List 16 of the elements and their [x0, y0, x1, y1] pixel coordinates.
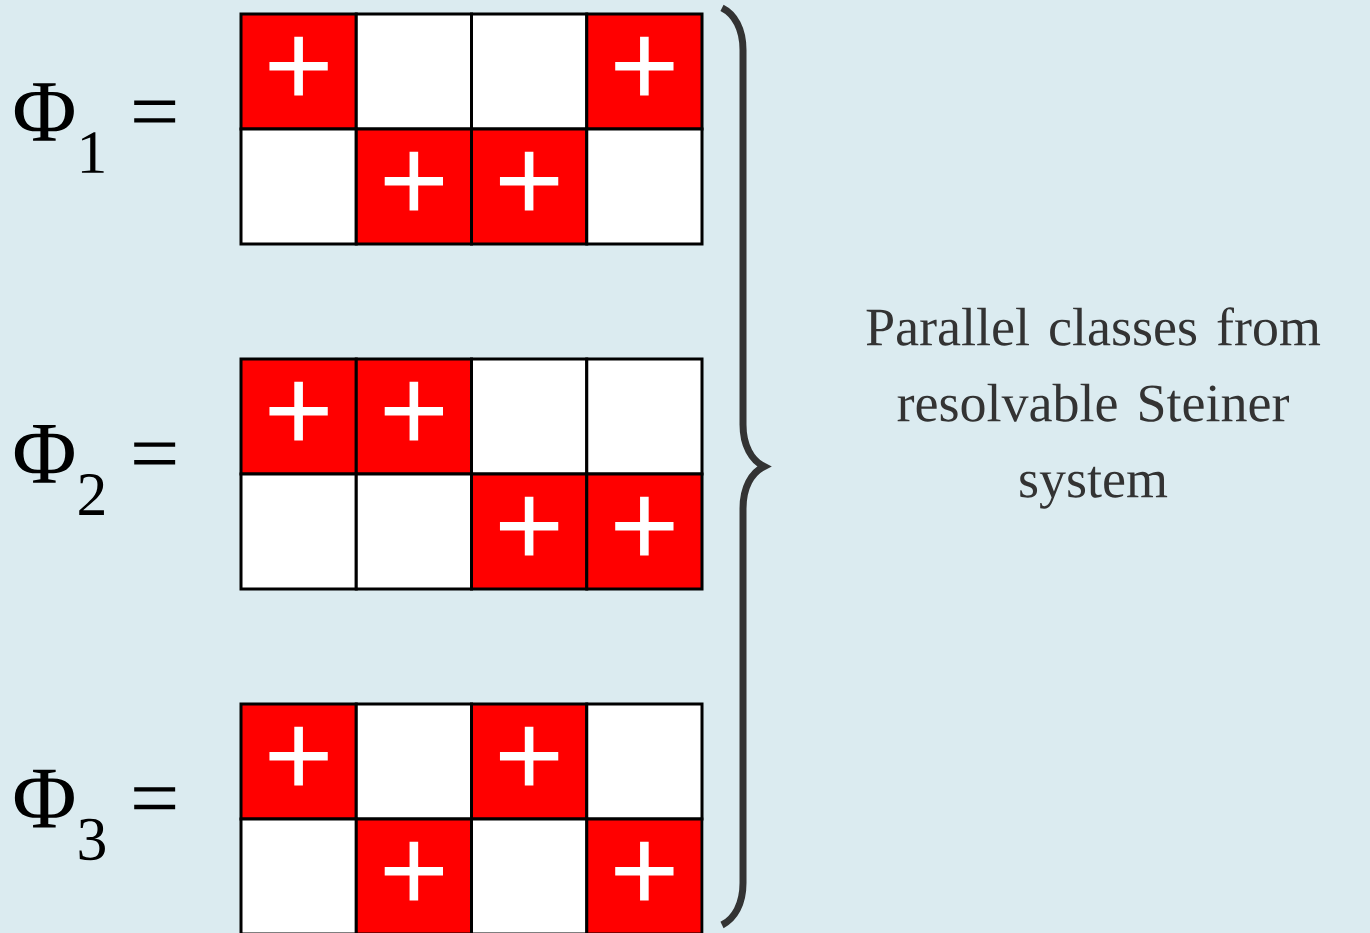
- marked-cell: +: [239, 12, 358, 131]
- matrix-label: Φ$_{3}$ =: [14, 769, 176, 861]
- marked-cell: +: [354, 127, 473, 246]
- matrix-label: Φ$_{1}$ =: [14, 83, 176, 173]
- marked-cell: +: [354, 357, 473, 476]
- marked-cell: +: [239, 357, 358, 476]
- brace-label: Parallel classes from resolvable Steiner system: [866, 307, 1321, 509]
- marked-cell: +: [239, 702, 358, 821]
- marked-cell: +: [470, 127, 589, 246]
- marked-cell: +: [585, 472, 704, 591]
- marked-cell: +: [585, 817, 704, 933]
- marked-cell: +: [585, 12, 704, 131]
- marked-cell: +: [354, 817, 473, 933]
- matrix-label: Φ$_{2}$ =: [14, 425, 176, 515]
- marked-cell: +: [470, 702, 589, 821]
- marked-cell: +: [470, 472, 589, 591]
